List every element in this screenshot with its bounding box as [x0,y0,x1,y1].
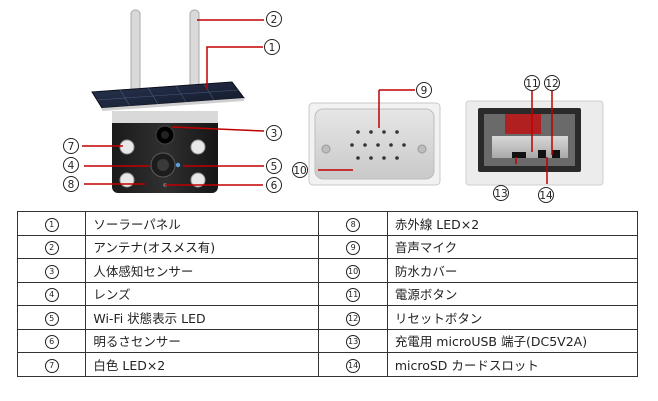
row-number: 9 [346,241,361,256]
callout-6: 6 [266,177,282,193]
row-number: 12 [346,311,361,326]
part-name: 赤外線 LED×2 [386,211,639,236]
callout-14: 14 [538,187,554,203]
table-row: 5 Wi-Fi 状態表示 LED 12 リセットボタン [16,305,639,330]
part-name: 白色 LED×2 [85,352,320,377]
part-name: 防水カバー [386,258,639,283]
row-number: 8 [346,217,361,232]
callout-1: 1 [264,39,280,55]
part-name: 電源ボタン [386,281,639,306]
part-name: 明るさセンサー [85,328,320,353]
parts-table: 1 ソーラーパネル 8 赤外線 LED×2 2 アンテナ(オスメス有) 9 音声… [16,211,639,377]
row-number: 2 [44,241,59,256]
row-number: 6 [44,335,59,350]
table-row: 4 レンズ 11 電源ボタン [16,281,639,306]
part-name: ソーラーパネル [85,211,320,236]
row-number: 13 [346,335,361,350]
camera-body [112,111,218,193]
part-name: Wi-Fi 状態表示 LED [85,305,320,330]
row-number: 1 [44,217,59,232]
callout-9: 9 [416,82,432,98]
part-name: 充電用 microUSB 端子(DC5V2A) [386,328,639,353]
callout-8: 8 [63,176,79,192]
table-row: 1 ソーラーパネル 8 赤外線 LED×2 [16,211,639,236]
callout-13: 13 [493,185,509,201]
slot-panel [465,100,604,186]
row-number: 7 [44,358,59,373]
part-name: レンズ [85,281,320,306]
callout-11: 11 [524,75,540,91]
callout-10: 10 [292,162,308,178]
leader-lines [82,19,553,186]
callout-3: 3 [266,125,282,141]
callout-7: 7 [63,138,79,154]
part-name: microSD カードスロット [386,352,639,377]
table-row: 7 白色 LED×2 14 microSD カードスロット [16,352,639,377]
row-number: 4 [44,288,59,303]
table-row: 3 人体感知センサー 10 防水カバー [16,258,639,283]
table-row: 2 アンテナ(オスメス有) 9 音声マイク [16,234,639,259]
antenna-group [130,9,200,93]
solar-panel [91,81,245,111]
row-number: 11 [346,288,361,303]
callout-2: 2 [266,11,282,27]
part-name: 人体感知センサー [85,258,320,283]
callout-5: 5 [266,158,282,174]
callout-12: 12 [544,75,560,91]
waterproof-cover [308,102,441,186]
row-number: 10 [346,264,361,279]
row-number: 5 [44,311,59,326]
part-name: 音声マイク [386,234,639,259]
part-name: リセットボタン [386,305,639,330]
row-number: 3 [44,264,59,279]
product-figure: 2 1 3 5 6 7 4 8 9 10 11 12 13 14 [0,0,658,203]
table-row: 6 明るさセンサー 13 充電用 microUSB 端子(DC5V2A) [16,328,639,353]
product-illustration [82,9,604,193]
callout-4: 4 [63,157,79,173]
row-number: 14 [346,358,361,373]
part-name: アンテナ(オスメス有) [85,234,320,259]
